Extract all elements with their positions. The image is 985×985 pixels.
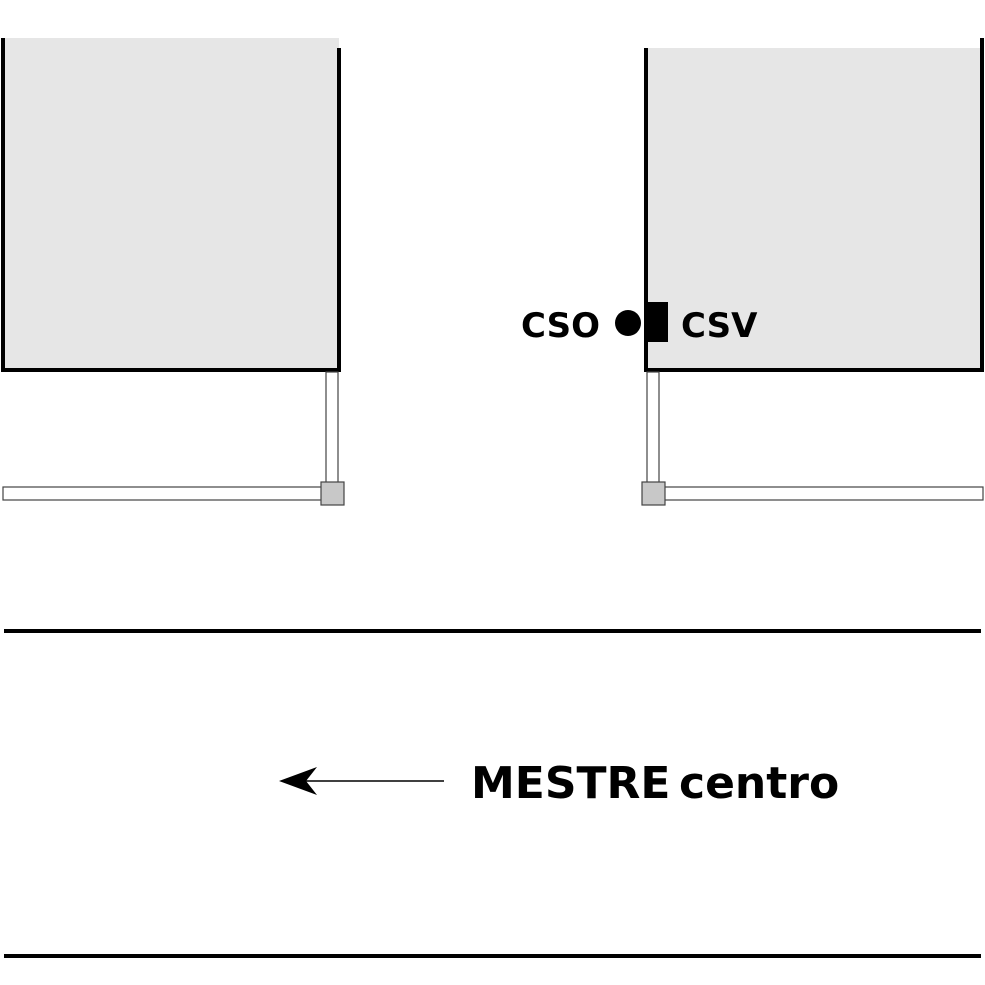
gate-post-left (320, 481, 345, 506)
csv-marker-square (646, 302, 668, 342)
building-left (1, 38, 341, 372)
destination-qualifier: centro (679, 758, 839, 809)
destination-label: MESTRE (471, 758, 670, 809)
gate-right (641, 371, 984, 506)
csv-label: CSV (681, 306, 758, 346)
gate-left (2, 371, 345, 506)
cso-marker-circle (615, 310, 641, 336)
building-right (644, 38, 984, 372)
direction-arrow-icon (279, 767, 444, 795)
cso-label: CSO (521, 306, 600, 346)
gate-post-right (641, 481, 666, 506)
